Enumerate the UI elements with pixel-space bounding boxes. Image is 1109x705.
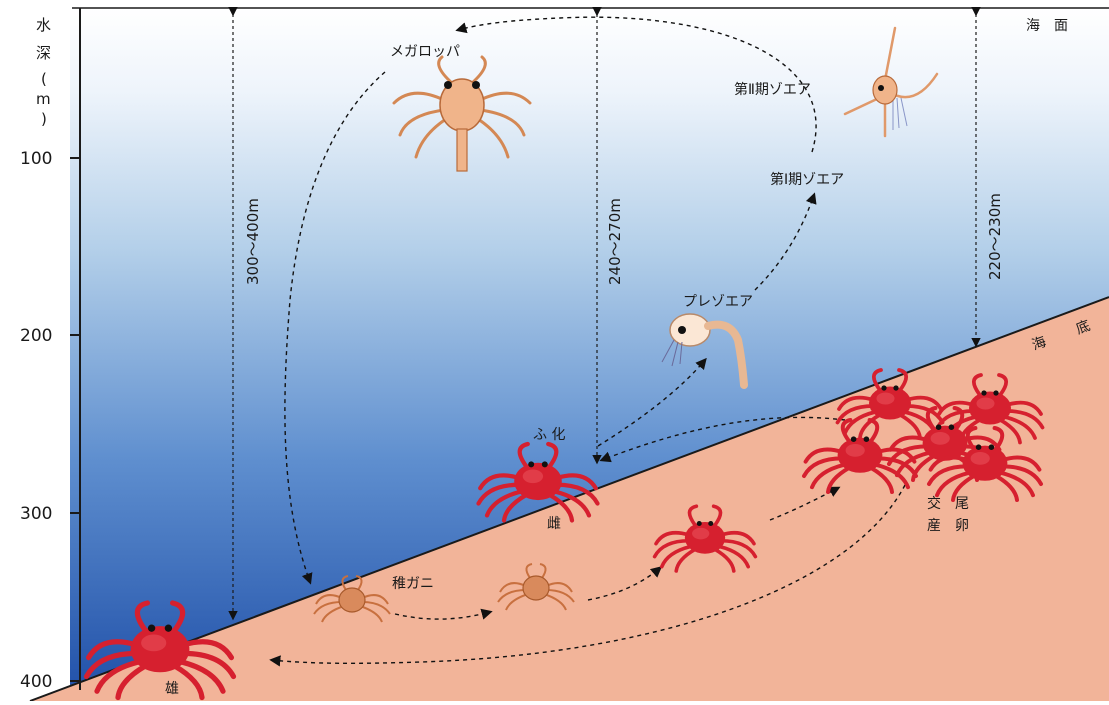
male-label: 雄 [165,681,179,697]
depth-range-middle: 240〜270m [606,198,624,285]
axis-title-char-1: 水 [36,16,51,34]
sea-surface-label: 海 面 [1026,18,1068,34]
zoea1-label: 第Ⅰ期ゾエア [770,171,844,188]
axis-tick-100: 100 [20,149,52,169]
depth-range-left: 300〜400m [244,198,262,285]
hatching-label: ふ 化 [533,427,565,443]
axis-tick-200: 200 [20,326,52,346]
prezoea-label: プレゾエア [683,294,753,310]
axis-title-char-5: ) [41,110,47,128]
mating-label: 交 尾 [927,495,969,512]
juvenile-label: 稚ガニ [392,576,434,592]
megalopa-label: メガロッパ [390,44,460,60]
zoea2-label: 第Ⅱ期ゾエア [734,81,811,98]
axis-tick-300: 300 [20,504,52,524]
axis-tick-400: 400 [20,672,52,692]
female-label: 雌 [547,516,561,532]
depth-range-right: 220〜230m [986,193,1004,280]
axis-title-char-2: 深 [36,44,51,62]
spawning-label: 産 卵 [927,518,969,534]
axis-title-char-4: m [36,90,51,108]
axis-title-char-3: ( [41,70,47,88]
